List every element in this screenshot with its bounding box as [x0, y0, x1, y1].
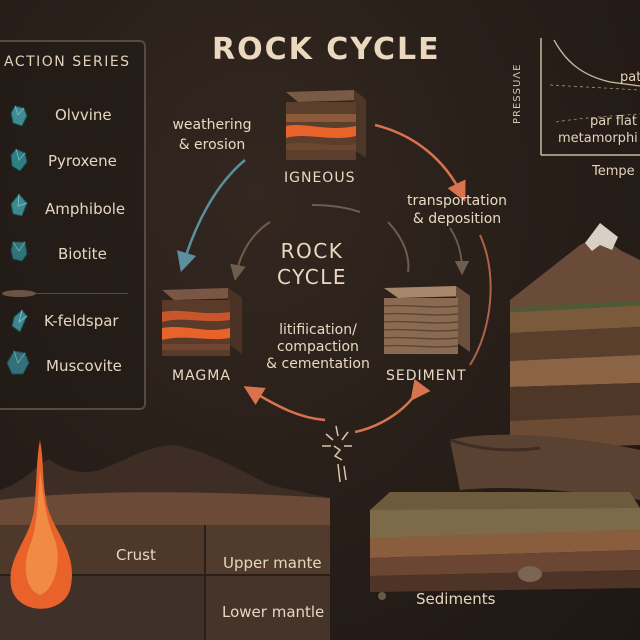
sediment-rock-block	[383, 286, 470, 354]
cycle-center-label: ROCK CYCLE	[264, 238, 360, 290]
reaction-series-panel	[0, 40, 146, 410]
weathering-line-1: weathering	[172, 117, 252, 133]
chart-x-axis-label: Tempe	[592, 164, 635, 179]
muscovite-crystal-icon	[6, 350, 30, 375]
center-line-2: CYCLE	[277, 265, 347, 289]
page-title: ROCK CYCLE	[212, 32, 441, 67]
mineral-label-pyroxene: Pyroxene	[48, 152, 117, 170]
transport-line-1: transportation	[406, 193, 508, 209]
sediment-label: SEDIMENT	[386, 368, 467, 384]
transportation-label: transportation & deposition	[392, 192, 522, 228]
igneous-rock-block	[286, 90, 366, 160]
olivine-crystal-icon	[10, 105, 28, 127]
k-feldspar-crystal-icon	[11, 310, 28, 332]
chart-label-metamorphic: metamorphi	[558, 131, 638, 146]
lower-mantle-label: Lower mantle	[222, 603, 325, 621]
chart-label-par-flat: par flat	[590, 114, 637, 129]
mineral-label-olivine: Olvvine	[55, 106, 112, 124]
pressure-temperature-chart	[540, 38, 640, 156]
sediment-layers-illustration	[370, 434, 640, 600]
pyroxene-crystal-icon	[10, 149, 28, 171]
transport-line-2: & deposition	[412, 211, 502, 227]
igneous-label: IGNEOUS	[284, 170, 356, 186]
center-line-1: ROCK	[280, 239, 344, 263]
mineral-label-biotite: Biotite	[58, 245, 107, 263]
weathering-label: weathering & erosion	[160, 116, 264, 154]
mineral-label-muscovite: Muscovite	[46, 357, 122, 375]
amphibole-crystal-icon	[10, 194, 28, 216]
mineral-label-k-feldspar: K-feldspar	[44, 312, 119, 330]
biotite-crystal-icon	[10, 241, 28, 262]
chart-label-pat: pat	[620, 70, 640, 85]
weathering-line-2: & erosion	[178, 137, 246, 153]
mineral-label-amphibole: Amphibole	[45, 200, 126, 218]
earth-cross-section	[0, 440, 330, 640]
crust-label: Crust	[116, 546, 156, 564]
panel-title: ACTION SERIES	[4, 54, 131, 70]
rock-sliver-icon	[2, 290, 36, 297]
lithification-line-3: & cementation	[266, 356, 370, 372]
mountain-strata-illustration	[509, 223, 640, 449]
lithification-label: litifiication/ compaction & cementation	[258, 322, 378, 373]
magma-label: MAGMA	[172, 368, 231, 384]
pressure-burst-icon	[322, 425, 352, 483]
lithification-line-2: compaction	[277, 339, 359, 355]
magma-rock-block	[162, 288, 242, 356]
sediments-label: Sediments	[416, 590, 496, 608]
upper-mantle-label: Upper mante	[223, 554, 322, 572]
panel-divider	[10, 293, 128, 294]
lithification-line-1: litifiication/	[279, 322, 357, 338]
